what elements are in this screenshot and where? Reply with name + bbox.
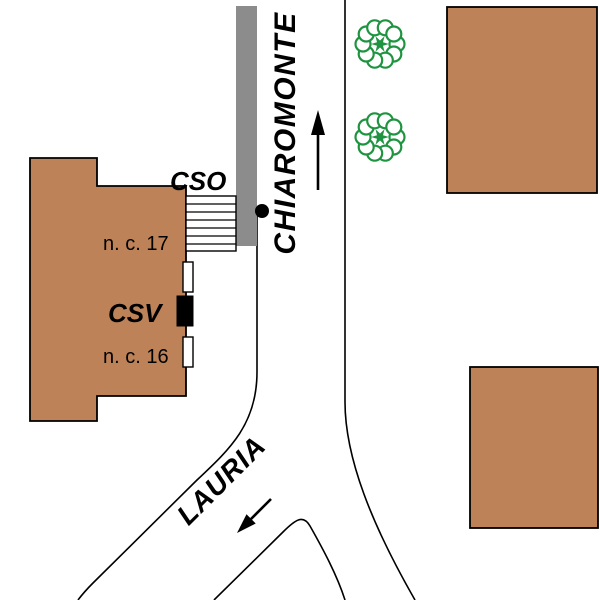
label-civic-16: n. c. 16 [103,346,169,368]
wall-bar [236,6,257,246]
arrow-down-left-icon [237,498,272,533]
street-fork-inner-edge [213,518,346,600]
tree-icon [354,112,406,162]
label-civic-17: n. c. 17 [103,233,169,255]
door-nc16 [182,336,194,368]
arrow-up-icon [311,110,325,190]
street-name-chiaromonte: CHIAROMONTE [269,11,302,254]
label-csv: CSV [108,298,164,328]
stairs [185,195,237,252]
point-marker-dot [255,204,269,218]
building-top-right [446,6,598,194]
tree-icon [354,19,406,69]
door-nc17 [182,261,194,293]
csv-entrance-marker [176,295,194,327]
street-edge-right [344,0,416,600]
street-edge-left [77,213,258,600]
building-bottom-right [469,366,599,529]
label-cso: CSO [170,166,226,196]
building-left [29,157,187,422]
street-name-lauria: LAURIA [171,430,272,531]
